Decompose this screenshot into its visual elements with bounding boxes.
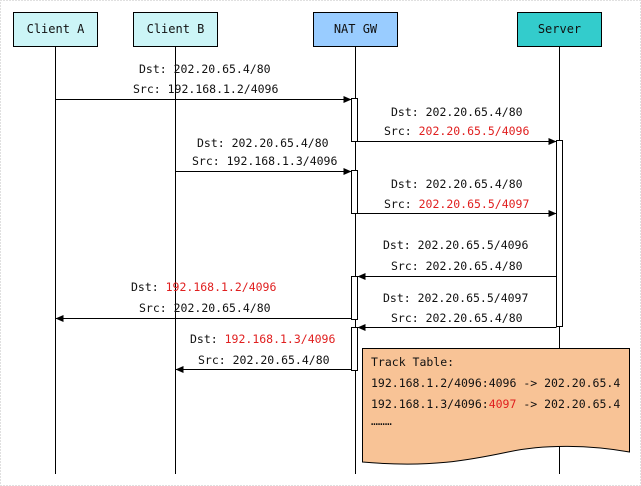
nat-activations bbox=[351, 98, 358, 371]
participant-label: NAT GW bbox=[334, 22, 378, 36]
activation-bar bbox=[351, 170, 358, 214]
message-dst-label: Dst: 192.168.1.3/4096 bbox=[190, 332, 335, 346]
participant-label: Client B bbox=[147, 22, 205, 36]
participant-label: Client A bbox=[27, 22, 86, 36]
message-4: Dst: 202.20.65.4/80 Src: 202.20.65.5/409… bbox=[357, 177, 557, 217]
participant-box bbox=[13, 12, 98, 47]
activation-bar bbox=[351, 276, 358, 320]
message-dst-label: Dst: 202.20.65.4/80 bbox=[139, 62, 271, 76]
message-dst-label: Dst: 202.20.65.4/80 bbox=[391, 177, 523, 191]
participant-label: Server bbox=[538, 22, 581, 36]
message-src-label: Src: 202.20.65.4/80 bbox=[139, 301, 271, 315]
message-1: Dst: 202.20.65.4/80 Src: 192.168.1.2/409… bbox=[55, 62, 352, 103]
message-src-label: Src: 202.20.65.5/4096 bbox=[384, 124, 529, 138]
message-8: Dst: 192.168.1.3/4096 Src: 202.20.65.4/8… bbox=[175, 332, 352, 373]
activation-bar bbox=[351, 327, 358, 371]
track-table-ellipsis: ……… bbox=[371, 414, 392, 428]
message-6: Dst: 192.168.1.2/4096 Src: 202.20.65.4/8… bbox=[55, 280, 352, 322]
activation-bar bbox=[351, 98, 358, 142]
track-table-title: Track Table: bbox=[371, 355, 454, 369]
track-table-note: Track Table: 192.168.1.2/4096:4096 -> 20… bbox=[362, 348, 630, 465]
message-src-label: Src: 192.168.1.2/4096 bbox=[133, 82, 278, 96]
participant-box bbox=[517, 12, 602, 47]
message-src-label: Src: 202.20.65.4/80 bbox=[198, 353, 330, 367]
message-dst-label: Dst: 202.20.65.4/80 bbox=[391, 105, 523, 119]
message-2: Dst: 202.20.65.4/80 Src: 202.20.65.5/409… bbox=[357, 105, 557, 145]
participant-client-b: Client B bbox=[133, 12, 218, 47]
message-3: Dst: 202.20.65.4/80 Src: 192.168.1.3/409… bbox=[175, 136, 352, 175]
message-src-label: Src: 192.168.1.3/4096 bbox=[192, 154, 337, 168]
track-table-row-2: 192.168.1.3/4096:4097 -> 202.20.65.4 bbox=[371, 397, 620, 411]
track-table-shape bbox=[362, 348, 630, 465]
participant-client-a: Client A bbox=[13, 12, 98, 47]
message-src-label: Src: 202.20.65.4/80 bbox=[391, 259, 523, 273]
message-dst-label: Dst: 202.20.65.5/4096 bbox=[383, 238, 528, 252]
server-activation-bar bbox=[556, 140, 563, 327]
message-src-label: Src: 202.20.65.4/80 bbox=[391, 311, 523, 325]
message-dst-label: Dst: 202.20.65.4/80 bbox=[197, 136, 329, 150]
participant-server: Server bbox=[517, 12, 602, 47]
participant-nat-gw: NAT GW bbox=[313, 12, 398, 47]
message-dst-label: Dst: 202.20.65.5/4097 bbox=[383, 291, 528, 305]
message-5: Dst: 202.20.65.5/4096 Src: 202.20.65.4/8… bbox=[357, 238, 557, 280]
message-dst-label: Dst: 192.168.1.2/4096 bbox=[131, 280, 276, 294]
track-table-row-1: 192.168.1.2/4096:4096 -> 202.20.65.4 bbox=[371, 376, 620, 390]
message-7: Dst: 202.20.65.5/4097 Src: 202.20.65.4/8… bbox=[357, 291, 557, 331]
participant-box bbox=[133, 12, 218, 47]
message-src-label: Src: 202.20.65.5/4097 bbox=[384, 197, 529, 211]
